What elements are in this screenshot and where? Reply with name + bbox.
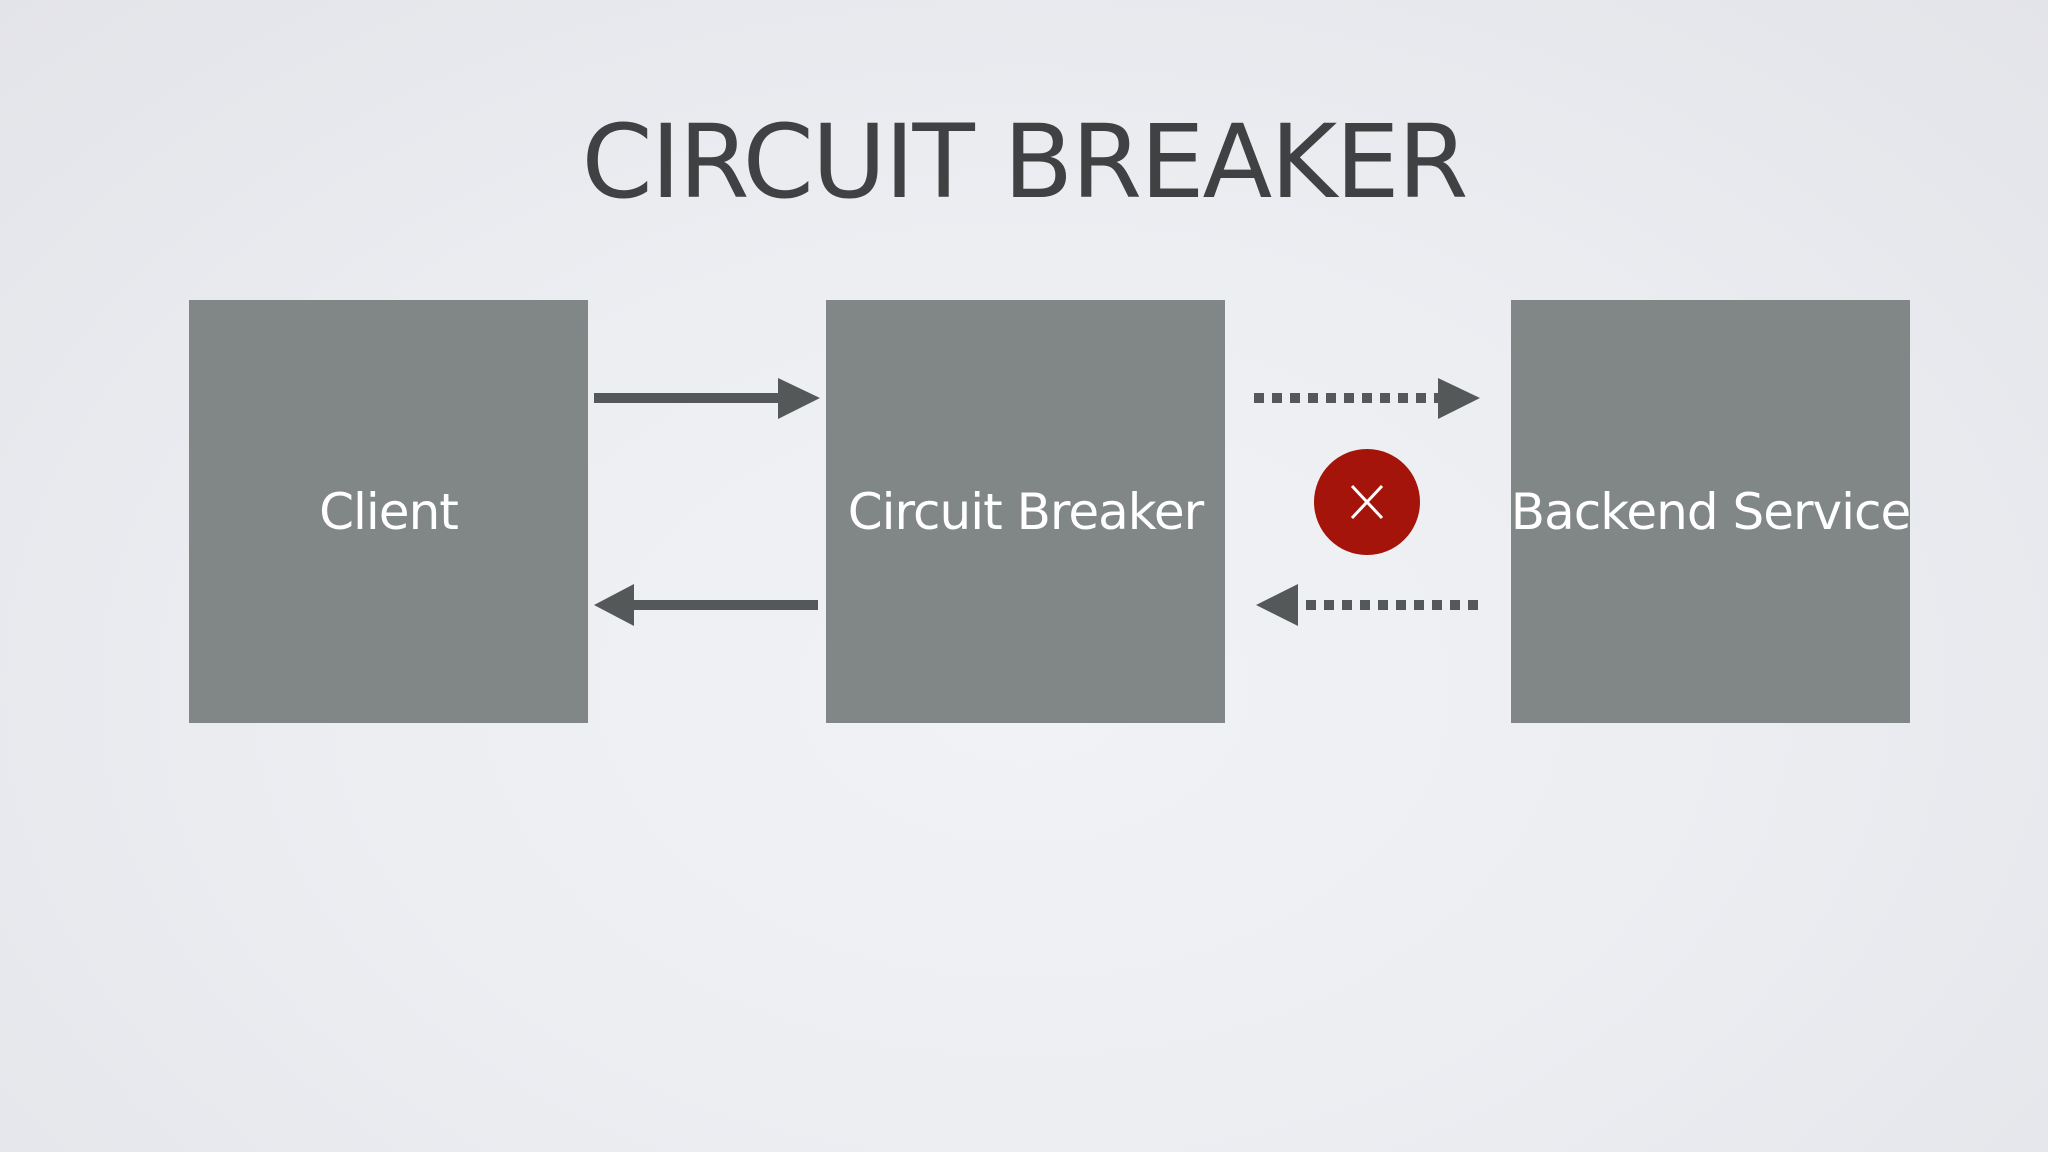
x-icon — [1350, 484, 1384, 520]
arrow-breaker-to-backend — [1254, 378, 1480, 419]
backend-service-box: Backend Service — [1510, 300, 1911, 723]
client-label: Client — [319, 482, 459, 541]
circuit-breaker-label: Circuit Breaker — [847, 482, 1204, 541]
slide-title: CIRCUIT BREAKER — [581, 103, 1468, 222]
arrow-client-to-breaker — [594, 378, 820, 419]
arrow-backend-to-breaker — [1256, 584, 1478, 626]
arrow-breaker-to-client — [594, 584, 818, 626]
failure-marker — [1314, 449, 1420, 555]
backend-service-label: Backend Service — [1510, 482, 1911, 541]
circuit-breaker-box: Circuit Breaker — [826, 300, 1225, 723]
client-box: Client — [189, 300, 588, 723]
